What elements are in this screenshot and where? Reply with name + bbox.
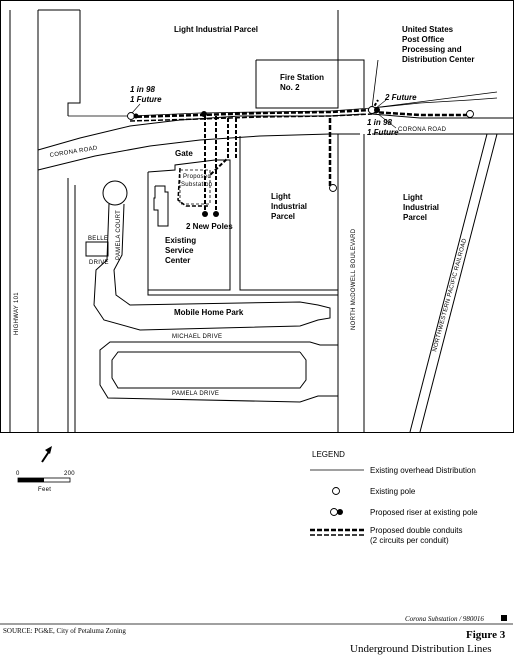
svg-text:Parcel: Parcel bbox=[403, 213, 427, 222]
svg-text:Existing: Existing bbox=[165, 236, 196, 245]
svg-text:Substation: Substation bbox=[181, 182, 212, 188]
proposed-riser-left bbox=[133, 113, 139, 119]
svg-text:Proposed: Proposed bbox=[183, 174, 211, 180]
svg-text:Center: Center bbox=[165, 256, 190, 265]
pointer-1-in-98-left bbox=[131, 103, 141, 114]
figure-number: Figure 3 bbox=[466, 629, 506, 641]
service-center-building bbox=[153, 185, 169, 227]
footer-source: SOURCE: PG&E, City of Petaluma Zoning bbox=[3, 627, 126, 635]
pamela-court-west bbox=[93, 203, 331, 331]
light-industrial-right-label: Light Industrial Parcel bbox=[403, 193, 439, 222]
legend-conduit-subtext: (2 circuits per conduit) bbox=[370, 536, 449, 545]
michael-pamela-loop-outer bbox=[99, 341, 338, 403]
svg-text:1 in 98: 1 in 98 bbox=[130, 85, 155, 94]
overhead-to-usps bbox=[371, 59, 379, 109]
scale-bar bbox=[17, 477, 71, 483]
two-future-label: 2 Future bbox=[384, 93, 417, 102]
existing-service-center-label: Existing Service Center bbox=[165, 236, 196, 265]
legend-riser-dot-icon bbox=[337, 509, 343, 515]
mobile-home-park-top bbox=[147, 290, 338, 296]
footer-project: Corona Substation / 980016 bbox=[405, 615, 484, 623]
svg-text:1 in 98: 1 in 98 bbox=[367, 118, 392, 127]
pamela-court-cul-de-sac bbox=[102, 180, 128, 206]
svg-text:Industrial: Industrial bbox=[403, 203, 439, 212]
svg-text:Processing and: Processing and bbox=[402, 45, 462, 54]
proposed-substation-box bbox=[179, 169, 211, 205]
footer-square-icon bbox=[501, 615, 507, 621]
svg-text:Post Office: Post Office bbox=[402, 35, 445, 44]
svg-text:Light: Light bbox=[403, 193, 423, 202]
scale-zero: 0 bbox=[16, 471, 20, 477]
new-pole-1 bbox=[202, 211, 208, 217]
svg-text:Industrial: Industrial bbox=[271, 202, 307, 211]
fire-station-boundary bbox=[255, 59, 339, 109]
svg-text:United States: United States bbox=[402, 25, 454, 34]
legend-riser-text: Proposed riser at existing pole bbox=[370, 508, 478, 517]
drive-label: DRIVE bbox=[89, 260, 109, 266]
center-parcel-boundary bbox=[239, 136, 338, 291]
svg-text:Distribution Center: Distribution Center bbox=[402, 55, 474, 64]
legend-title: LEGEND bbox=[312, 450, 345, 459]
pamela-drive-label: PAMELA DRIVE bbox=[172, 391, 219, 397]
pointer-2-future bbox=[375, 99, 387, 109]
railroad-west bbox=[409, 133, 488, 433]
north-mcdowell-label: NORTH McDOWELL BOULEVARD bbox=[351, 228, 357, 330]
usps-label: United States Post Office Processing and… bbox=[402, 25, 474, 64]
proposed-conduits bbox=[129, 99, 470, 212]
service-center-boundary bbox=[147, 159, 231, 291]
corona-road-east-north-edge bbox=[371, 113, 513, 119]
two-new-poles-label: 2 New Poles bbox=[186, 222, 233, 231]
pamela-court-label: PAMELA COURT bbox=[116, 210, 122, 260]
svg-text:No. 2: No. 2 bbox=[280, 83, 300, 92]
belle-drive-stub bbox=[85, 241, 109, 257]
legend-overhead-text: Existing overhead Distribution bbox=[370, 466, 476, 475]
one-in-98-right-label: 1 in 98 1 Future bbox=[367, 118, 399, 137]
existing-pole-mcdowell bbox=[329, 184, 337, 192]
scale-unit: Feet bbox=[38, 487, 51, 493]
parcel-east-boundary bbox=[337, 10, 365, 108]
light-industrial-top-label: Light Industrial Parcel bbox=[174, 25, 258, 34]
scale-two-hundred: 200 bbox=[64, 471, 75, 477]
highway-101-label: HIGHWAY 101 bbox=[14, 292, 20, 335]
michael-drive-label: MICHAEL DRIVE bbox=[172, 334, 222, 340]
figure-caption: Underground Distribution Lines bbox=[350, 643, 492, 655]
fire-station-label: Fire Station No. 2 bbox=[280, 73, 324, 92]
proposed-substation-label: Proposed Substation bbox=[181, 174, 212, 188]
mobile-home-park-label: Mobile Home Park bbox=[174, 308, 244, 317]
overhead-to-right bbox=[371, 91, 498, 109]
proposed-riser-center bbox=[201, 111, 207, 117]
belle-label: BELLE bbox=[88, 236, 108, 242]
svg-text:Parcel: Parcel bbox=[271, 212, 295, 221]
legend-existing-pole-icon bbox=[332, 487, 340, 495]
michael-pamela-loop-inner bbox=[111, 351, 307, 389]
legend-existing-pole-text: Existing pole bbox=[370, 487, 416, 496]
gate-label: Gate bbox=[175, 149, 193, 158]
parcel-left-boundary bbox=[67, 10, 81, 116]
svg-text:1 Future: 1 Future bbox=[367, 128, 399, 137]
existing-pole-right bbox=[466, 110, 474, 118]
svg-text:Service: Service bbox=[165, 246, 194, 255]
legend-conduit-text: Proposed double conduits bbox=[370, 526, 463, 535]
corona-road-right-label: CORONA ROAD bbox=[398, 127, 447, 133]
svg-text:1 Future: 1 Future bbox=[130, 95, 162, 104]
pointer-1-in-98-right bbox=[377, 113, 397, 129]
railroad-east bbox=[419, 133, 498, 433]
north-arrow-icon bbox=[41, 446, 52, 463]
new-pole-2 bbox=[213, 211, 219, 217]
proposed-riser-right bbox=[374, 107, 380, 113]
one-in-98-left-label: 1 in 98 1 Future bbox=[130, 85, 162, 104]
legend-riser-pole-icon bbox=[330, 508, 338, 516]
existing-pole-left bbox=[127, 112, 135, 120]
svg-text:Fire Station: Fire Station bbox=[280, 73, 324, 82]
svg-text:Light: Light bbox=[271, 192, 291, 201]
light-industrial-center-label: Light Industrial Parcel bbox=[271, 192, 307, 221]
